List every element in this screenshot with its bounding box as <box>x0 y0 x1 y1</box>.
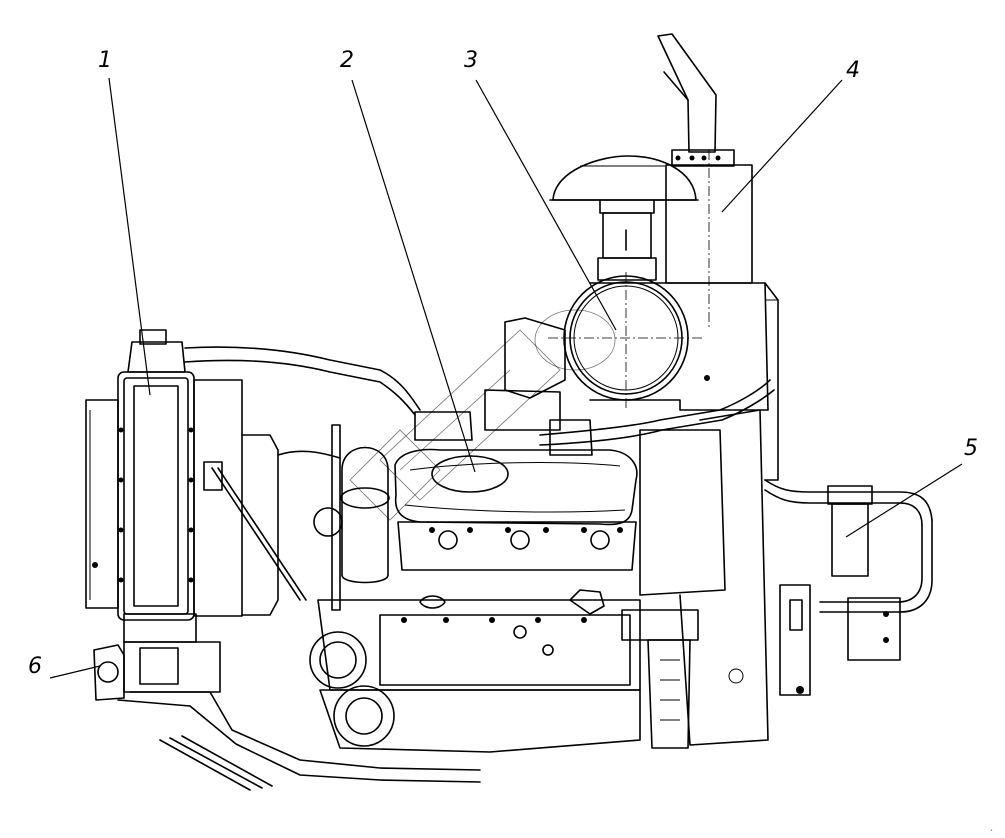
fuel-filter <box>764 479 933 661</box>
flywheel-housing <box>621 409 811 749</box>
leader-2 <box>351 79 476 473</box>
callout-6: 6 <box>28 654 42 679</box>
leader-6 <box>49 665 101 679</box>
callout-1: 1 <box>98 48 112 73</box>
watermark-stamp <box>349 309 616 521</box>
callout-4: 4 <box>846 58 860 83</box>
exhaust-silencer <box>589 33 779 481</box>
engine <box>203 424 641 753</box>
callout-3: 3 <box>464 48 478 73</box>
pump <box>93 641 481 791</box>
callout-5: 5 <box>964 436 978 461</box>
callout-2: 2 <box>340 48 354 73</box>
leader-5 <box>845 463 963 538</box>
leader-3 <box>475 79 617 331</box>
air-cleaner <box>484 155 705 431</box>
leader-lines <box>49 77 963 679</box>
radiator <box>85 329 421 643</box>
corner-mark: • <box>990 828 993 834</box>
pipelines <box>414 375 775 456</box>
leader-4 <box>721 79 843 213</box>
leader-1 <box>108 77 151 396</box>
